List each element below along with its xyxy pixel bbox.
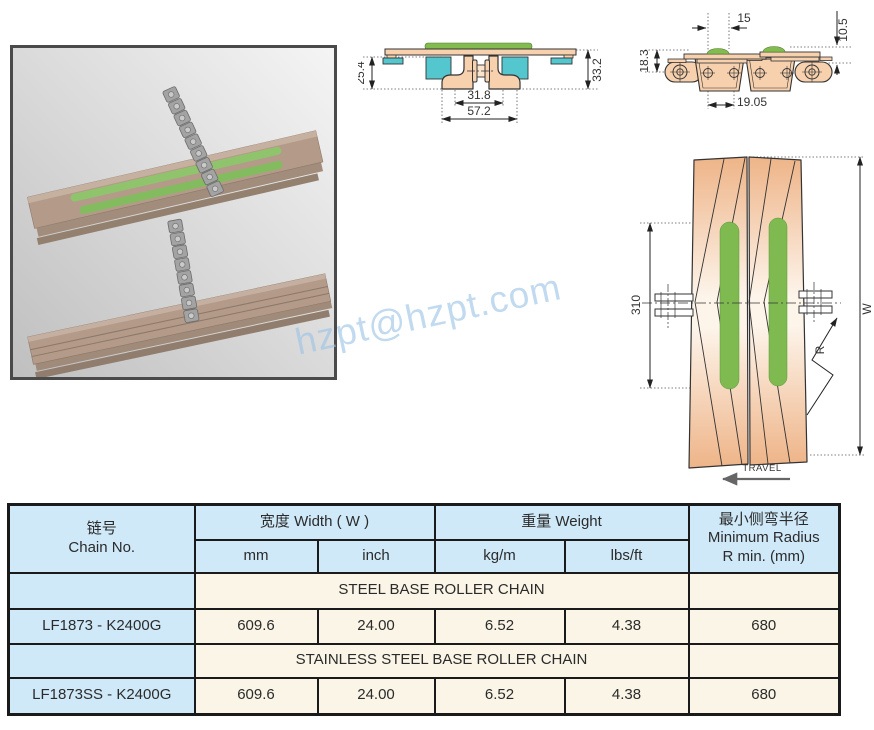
plain-slat <box>27 273 333 380</box>
category-stainless-spacer-right <box>687 642 841 679</box>
cell-weight-kgm: 6.52 <box>433 676 566 716</box>
dimension-lines <box>647 156 863 456</box>
cell-chain-no: LF1873 - K2400G <box>7 607 196 645</box>
dim-10-5: 10.5 <box>836 18 850 42</box>
category-row-steel: STEEL BASE ROLLER CHAIN <box>7 571 841 610</box>
dim-310: 310 <box>629 295 643 315</box>
header-unit-kgm: kg/m <box>433 538 566 574</box>
dim-33-2: 33.2 <box>590 58 604 82</box>
category-row-stainless: STAINLESS STEEL BASE ROLLER CHAIN <box>7 642 841 679</box>
photo-frame <box>10 45 337 380</box>
category-steel-spacer-right <box>687 571 841 610</box>
dim-r: R <box>813 345 827 354</box>
header-unit-mm: mm <box>193 538 319 574</box>
slat-profiles <box>667 46 833 64</box>
category-steel-label: STEEL BASE ROLLER CHAIN <box>193 571 690 610</box>
cell-weight-lbsft: 4.38 <box>563 607 690 645</box>
header-chain-no: 链号 Chain No. <box>7 503 196 574</box>
header-radius-zh: 最小侧弯半径 <box>718 510 809 528</box>
header-min-radius: 最小侧弯半径 Minimum Radius R min. (mm) <box>687 503 841 574</box>
cross-section-drawing: 25.4 33.2 31.8 57.2 <box>358 42 604 123</box>
table-row: LF1873 - K2400G 609.6 24.00 6.52 4.38 68… <box>7 607 841 645</box>
table-row: LF1873SS - K2400G 609.6 24.00 6.52 4.38 … <box>7 676 841 716</box>
cell-width-inch: 24.00 <box>316 607 436 645</box>
cell-radius: 680 <box>687 676 841 716</box>
dim-15: 15 <box>737 11 751 25</box>
chain-side-links <box>664 57 833 92</box>
dim-18-3: 18.3 <box>640 49 651 73</box>
header-weight: 重量 Weight <box>433 503 690 541</box>
header-width: 宽度 Width ( W ) <box>193 503 436 541</box>
dim-57-2: 57.2 <box>467 104 491 118</box>
spec-table: 链号 Chain No. 宽度 Width ( W ) 重量 Weight 最小… <box>7 503 842 716</box>
dimension-lines <box>654 11 840 108</box>
category-stainless-label: STAINLESS STEEL BASE ROLLER CHAIN <box>193 642 690 679</box>
header-unit-lbsft: lbs/ft <box>563 538 690 574</box>
cell-width-inch: 24.00 <box>316 676 436 716</box>
dim-19-05: 19.05 <box>737 95 767 109</box>
dim-31-8: 31.8 <box>467 88 491 102</box>
cell-radius: 680 <box>687 607 841 645</box>
slat-plates-top <box>688 156 808 469</box>
dim-25-4: 25.4 <box>358 61 367 85</box>
cell-weight-lbsft: 4.38 <box>563 676 690 716</box>
header-unit-inch: inch <box>316 538 436 574</box>
top-view-drawing: 310 W R TRAVEL <box>629 156 874 486</box>
roller-section <box>467 59 495 83</box>
roller-chain-photo-bottom <box>167 218 200 323</box>
dim-w: W <box>860 303 874 315</box>
header-chain-no-en: Chain No. <box>68 538 136 556</box>
category-stainless-spacer-left <box>7 642 196 679</box>
cell-weight-kgm: 6.52 <box>433 607 566 645</box>
cell-chain-no: LF1873SS - K2400G <box>7 676 196 716</box>
category-steel-spacer-left <box>7 571 196 610</box>
travel-label: TRAVEL <box>742 463 781 474</box>
guide-blocks <box>382 56 573 80</box>
side-view-drawing: 18.3 15 10.5 19.05 <box>640 11 852 109</box>
chain-links-top <box>654 282 833 328</box>
pins <box>670 62 822 82</box>
dimension-lines <box>369 49 591 122</box>
roller-chain-photo-top <box>162 86 224 197</box>
cell-width-mm: 609.6 <box>193 607 319 645</box>
cell-width-mm: 609.6 <box>193 676 319 716</box>
extension-lines <box>645 13 852 109</box>
slat-with-rubber-strips <box>26 130 324 245</box>
header-chain-no-zh: 链号 <box>86 520 117 537</box>
slat-plate-section <box>384 48 577 59</box>
header-radius-en2: R min. (mm) <box>722 548 806 566</box>
product-photo <box>10 45 337 380</box>
header-radius-en1: Minimum Radius <box>707 529 820 547</box>
attachment-brackets <box>441 55 521 90</box>
